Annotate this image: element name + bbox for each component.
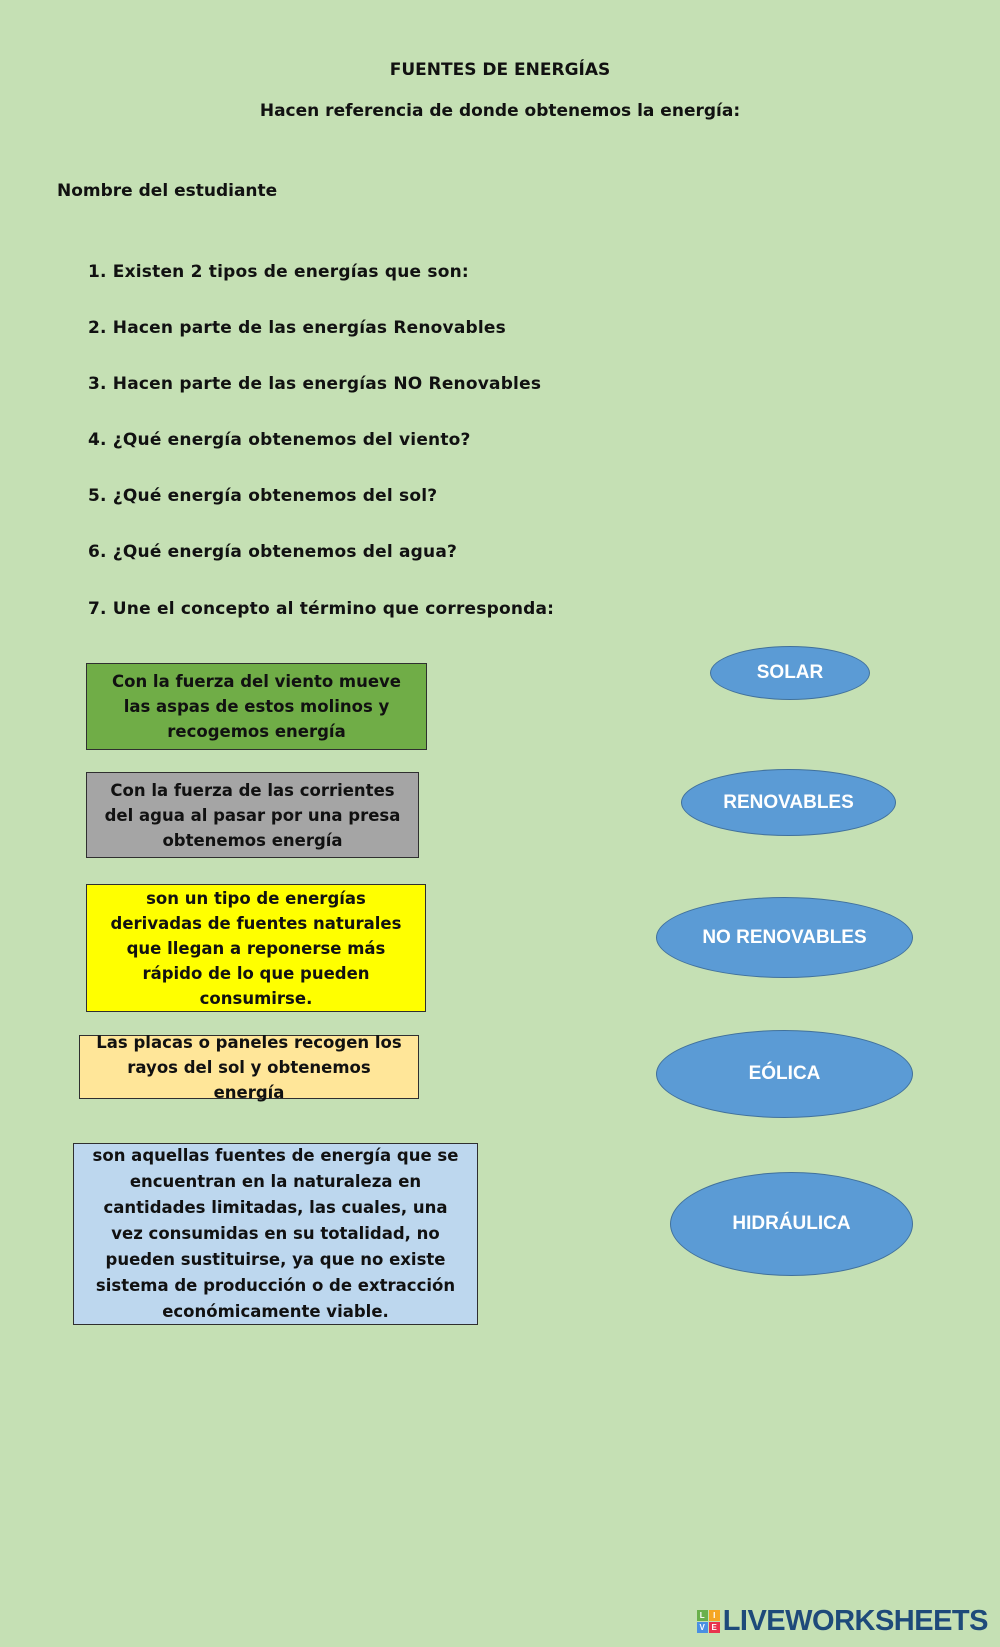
term-hidraulica[interactable]: HIDRÁULICA: [670, 1172, 913, 1276]
page-subtitle: Hacen referencia de donde obtenemos la e…: [259, 101, 741, 121]
question-3: 3. Hacen parte de las energías NO Renova…: [88, 374, 542, 394]
logo-cube: V: [696, 1622, 708, 1633]
logo-cube: E: [708, 1622, 720, 1633]
term-renovables[interactable]: RENOVABLES: [681, 769, 896, 836]
question-1: 1. Existen 2 tipos de energías que son:: [88, 262, 469, 282]
concept-wind[interactable]: Con la fuerza del viento mueve las aspas…: [86, 663, 427, 750]
logo-text: LIVEWORKSHEETS: [722, 1605, 989, 1637]
concept-water[interactable]: Con la fuerza de las corrientes del agua…: [86, 772, 419, 858]
term-eolica[interactable]: EÓLICA: [656, 1030, 913, 1118]
liveworksheets-logo: L I V E LIVEWORKSHEETS: [696, 1605, 989, 1638]
question-5: 5. ¿Qué energía obtenemos del sol?: [88, 486, 438, 506]
concept-text: son un tipo de energías derivadas de fue…: [110, 888, 402, 1008]
concept-solar[interactable]: Las placas o paneles recogen los rayos d…: [79, 1033, 419, 1102]
question-6: 6. ¿Qué energía obtenemos del agua?: [88, 542, 458, 562]
question-4: 4. ¿Qué energía obtenemos del viento?: [88, 430, 471, 450]
term-solar[interactable]: SOLAR: [710, 646, 870, 700]
logo-cubes-icon: L I V E: [696, 1610, 720, 1633]
student-name-label: Nombre del estudiante: [57, 181, 278, 201]
logo-cube: L: [696, 1610, 708, 1621]
concept-non-renewable[interactable]: son aquellas fuentes de energía que se e…: [73, 1143, 478, 1325]
concept-text: Las placas o paneles recogen los rayos d…: [96, 1032, 402, 1102]
page-title: FUENTES DE ENERGÍAS: [389, 60, 611, 80]
question-2: 2. Hacen parte de las energías Renovable…: [88, 318, 506, 338]
question-7: 7. Une el concepto al término que corres…: [88, 599, 555, 619]
concept-text: Con la fuerza de las corrientes del agua…: [104, 780, 401, 850]
concept-text: son aquellas fuentes de energía que se e…: [92, 1146, 459, 1321]
logo-cube: I: [708, 1610, 720, 1621]
concept-renewable[interactable]: son un tipo de energías derivadas de fue…: [86, 884, 426, 1012]
term-no-renovables[interactable]: NO RENOVABLES: [656, 897, 913, 978]
concept-text: Con la fuerza del viento mueve las aspas…: [112, 672, 401, 741]
